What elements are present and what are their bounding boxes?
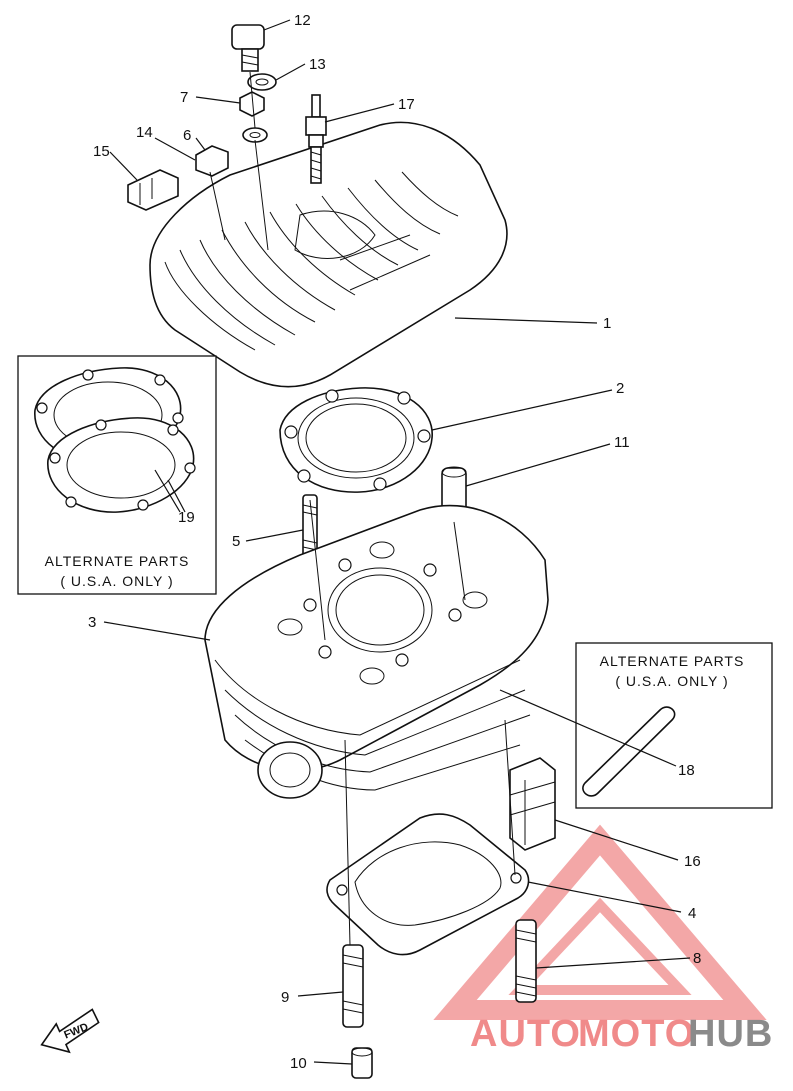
- alternate-parts-title-left: ALTERNATE PARTS: [45, 553, 190, 569]
- fwd-arrow-icon: FWD: [40, 1008, 100, 1054]
- damper-14: [195, 145, 229, 177]
- head-gasket: [279, 387, 433, 493]
- alternate-parts-box-right: ALTERNATE PARTS ( U.S.A. ONLY ): [575, 642, 773, 809]
- watermark-moto: MOTO: [578, 1013, 695, 1055]
- cylinder: [204, 504, 549, 799]
- watermark-hub: HUB: [688, 1013, 773, 1055]
- callout-1: 1: [603, 315, 611, 332]
- callout-12: 12: [294, 12, 311, 29]
- dowel-pin-18: [582, 706, 676, 797]
- callout-11: 11: [614, 434, 630, 451]
- callout-15: 15: [93, 143, 110, 160]
- callout-10: 10: [290, 1055, 307, 1072]
- alternate-parts-box-left: ALTERNATE PARTS ( U.S.A. ONLY ): [17, 355, 217, 595]
- alternate-parts-subtitle-left: ( U.S.A. ONLY ): [60, 573, 173, 589]
- spark-plug: [305, 94, 327, 184]
- callout-13: 13: [309, 56, 326, 73]
- alternate-parts-title-right: ALTERNATE PARTS: [600, 653, 745, 669]
- head-bolt: [231, 24, 265, 72]
- callout-2: 2: [616, 380, 624, 397]
- cap-nut-10: [351, 1047, 373, 1079]
- callout-16: 16: [684, 853, 701, 870]
- callout-9: 9: [281, 989, 289, 1006]
- assembly-lines: [209, 71, 516, 946]
- stud-bolt-9: [342, 944, 364, 1028]
- washer-6: [242, 127, 268, 143]
- watermark-text: AUTO MOTO HUB: [470, 1013, 773, 1055]
- callout-7: 7: [180, 89, 188, 106]
- damper-15: [127, 169, 179, 211]
- callout-8: 8: [693, 950, 701, 967]
- callout-5: 5: [232, 533, 240, 550]
- callout-numbers: 12 13 7 17 14 6 15 1 2 11 19 5 3 18 16 4…: [88, 12, 701, 1072]
- callout-6: 6: [183, 127, 191, 144]
- stud-bolt-8: [515, 919, 537, 1003]
- damper-16: [509, 757, 556, 851]
- callout-17: 17: [398, 96, 415, 113]
- callout-4: 4: [688, 905, 696, 922]
- washer-13: [247, 73, 277, 91]
- callout-18: 18: [678, 762, 695, 779]
- cylinder-head: [149, 121, 508, 388]
- base-gasket: [326, 813, 530, 956]
- gasket-19-lower: [47, 417, 196, 513]
- callout-3: 3: [88, 614, 96, 631]
- callout-14: 14: [136, 124, 153, 141]
- leader-lines: [103, 19, 691, 1065]
- callout-19: 19: [178, 509, 195, 526]
- watermark-auto: AUTO: [470, 1013, 581, 1055]
- alternate-parts-subtitle-right: ( U.S.A. ONLY ): [615, 673, 728, 689]
